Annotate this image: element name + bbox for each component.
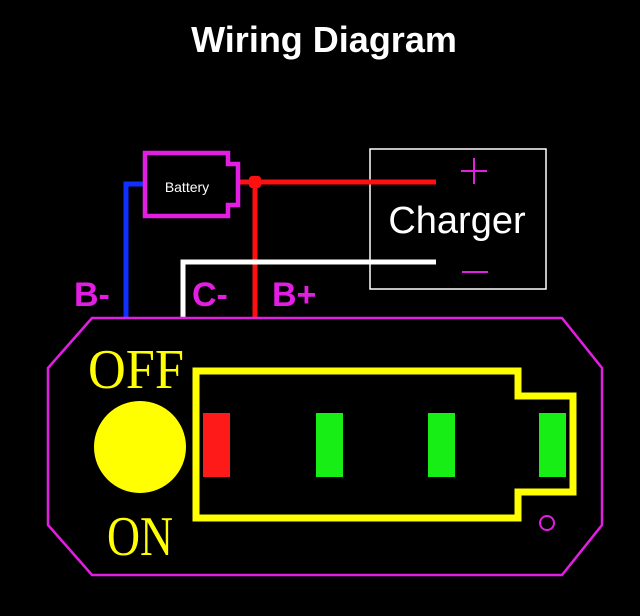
battery-level-segments <box>203 413 566 477</box>
board-outline <box>46 316 604 577</box>
on-label: ON <box>107 506 173 568</box>
power-button[interactable] <box>94 401 186 493</box>
off-label: OFF <box>88 339 184 401</box>
b-minus-wire <box>123 181 146 318</box>
charger-label: Charger <box>388 200 526 242</box>
battery-icon <box>142 150 241 219</box>
c-minus-wire <box>180 259 436 318</box>
battery-level-frame <box>192 367 577 522</box>
charger-plus-terminal <box>461 158 487 184</box>
diagram-title: Wiring Diagram <box>191 19 457 60</box>
charger-box <box>369 148 547 290</box>
c-minus-label: C- <box>192 276 228 314</box>
level-segment-1 <box>203 413 230 477</box>
level-segment-4 <box>539 413 566 477</box>
wire-junction <box>249 176 261 188</box>
battery-label: Battery <box>165 179 209 195</box>
b-plus-label: B+ <box>272 276 316 314</box>
b-minus-label: B- <box>74 276 110 314</box>
mounting-hole <box>539 515 555 531</box>
level-segment-3 <box>428 413 455 477</box>
level-segment-2 <box>316 413 343 477</box>
